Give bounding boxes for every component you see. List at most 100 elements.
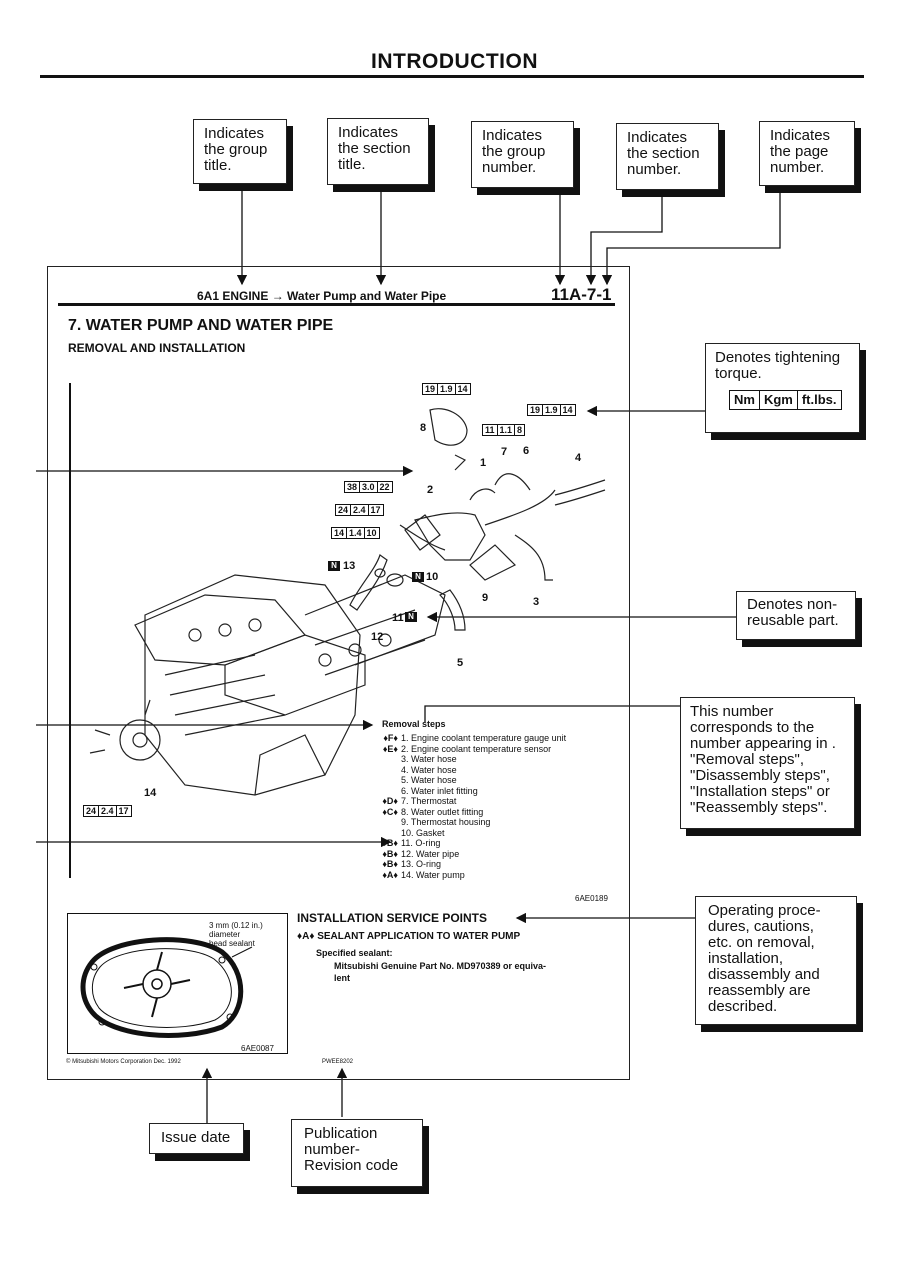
bead-note: 3 mm (0.12 in.) diameter bead sealant xyxy=(209,921,263,948)
removal-steps-title: Removal steps xyxy=(382,719,446,729)
callout-line: reassembly are xyxy=(708,982,811,999)
copyright-text: © Mitsubishi Motors Corporation Dec. 199… xyxy=(66,1059,181,1065)
callout-line: disassembly and xyxy=(708,966,820,983)
callout-line: number. xyxy=(627,161,682,178)
callout-line: title. xyxy=(204,157,232,174)
list-item: ♦B♦13. O-ring xyxy=(372,859,566,870)
torque-kgm: 1.9 xyxy=(543,405,561,415)
sealant-text: lent xyxy=(334,973,351,983)
torque-nm: 14 xyxy=(332,528,348,538)
list-item: 9. Thermostat housing xyxy=(372,817,566,828)
publication-code: PWEE8202 xyxy=(322,1059,354,1065)
torque-nm: 11 xyxy=(483,425,498,435)
bead-note-line: bead sealant xyxy=(209,939,255,948)
list-item: 4. Water hose xyxy=(372,765,566,776)
part-label: 2 xyxy=(427,484,434,496)
step-mark: ♦B♦ xyxy=(382,859,398,869)
callout-line: number- xyxy=(304,1141,360,1158)
callout-line: Revision code xyxy=(304,1157,399,1174)
list-item: 10. Gasket xyxy=(372,828,566,839)
callout-group-number: Indicates the group number. xyxy=(471,121,574,188)
figure-code: 6AE0189 xyxy=(575,894,608,903)
step-mark: ♦B♦ xyxy=(382,838,398,848)
torque-units-table: Nm Kgm ft.lbs. xyxy=(729,390,842,410)
torque-nm: 19 xyxy=(528,405,544,415)
callout-issue-date: Issue date xyxy=(149,1123,244,1154)
callout-line: reusable part. xyxy=(747,612,839,629)
bead-note-line: 3 mm (0.12 in.) xyxy=(209,921,263,930)
step-text: 1. Engine coolant temperature gauge unit xyxy=(401,733,567,743)
callout-line: the section xyxy=(338,140,411,157)
title-rule xyxy=(40,75,864,78)
callout-line: installation, xyxy=(708,950,784,967)
step-text: 14. Water pump xyxy=(401,869,465,880)
callout-line: the section xyxy=(627,145,700,162)
step-mark: ♦C♦ xyxy=(382,806,398,817)
part-label: 14 xyxy=(144,787,157,799)
removal-steps-list: ♦F♦1. Engine coolant temperature gauge u… xyxy=(372,733,566,880)
callout-line: number. xyxy=(482,159,537,176)
callout-line: Issue date xyxy=(161,1129,231,1146)
callout-line: "Reassembly steps". xyxy=(690,799,828,816)
step-text: 13. O-ring xyxy=(401,859,442,869)
manual-page-sample xyxy=(47,266,630,1080)
page-title: INTRODUCTION xyxy=(371,50,538,73)
subsection-title: REMOVAL AND INSTALLATION xyxy=(68,341,246,355)
sealant-text: Mitsubishi Genuine Part No. MD970389 or … xyxy=(334,961,547,971)
specified-sealant-label: Specified sealant: xyxy=(316,948,393,958)
list-item: 6. Water inlet fitting xyxy=(372,786,566,797)
torque-ftlbs: 10 xyxy=(366,528,377,538)
part-label: 6 xyxy=(523,445,530,457)
callout-line: Indicates xyxy=(338,124,399,141)
part-label: 3 xyxy=(533,596,540,608)
part-label: 9 xyxy=(482,592,489,604)
callout-step-number: This number corresponds to the number ap… xyxy=(680,697,855,829)
list-item: ♦D♦7. Thermostat xyxy=(372,796,566,807)
bracket-line xyxy=(69,383,71,878)
step-text: 3. Water hose xyxy=(401,754,457,764)
part-label: 10 xyxy=(426,571,439,583)
unit-ftlbs: ft.lbs. xyxy=(796,390,842,410)
list-item: ♦A♦14. Water pump xyxy=(372,870,566,881)
part-label: 1 xyxy=(480,457,487,469)
callout-line: torque. xyxy=(715,365,762,382)
installation-service-points-title: INSTALLATION SERVICE POINTS xyxy=(297,911,488,925)
callout-page-number: Indicates the page number. xyxy=(759,121,855,186)
callout-section-number: Indicates the section number. xyxy=(616,123,719,190)
torque-kgm: 2.4 xyxy=(99,806,117,816)
step-text: 5. Water hose xyxy=(401,775,457,785)
non-reusable-mark: N xyxy=(412,572,424,582)
torque-nm: 38 xyxy=(345,482,361,492)
torque-ftlbs: 22 xyxy=(379,482,390,492)
callout-line: Denotes non- xyxy=(747,596,838,613)
callout-section-title: Indicates the section title. xyxy=(327,118,429,185)
part-label: 12 xyxy=(371,631,384,643)
engine-exploded-diagram xyxy=(89,408,606,796)
torque-ftlbs: 14 xyxy=(562,405,573,415)
callout-publication-number: Publication number- Revision code xyxy=(291,1119,423,1187)
callout-line: number. xyxy=(770,159,825,176)
callout-line: the group xyxy=(204,141,268,158)
part-label: 5 xyxy=(457,657,464,669)
part-label: 13 xyxy=(343,560,356,572)
torque-ftlbs: 14 xyxy=(457,384,468,394)
callout-line: Indicates xyxy=(627,129,688,146)
callout-line: "Installation steps" or xyxy=(690,783,830,800)
list-item: 5. Water hose xyxy=(372,775,566,786)
callout-nonreusable: Denotes non- reusable part. xyxy=(736,591,856,640)
callout-line: corresponds to the xyxy=(690,719,815,736)
list-item: ♦B♦12. Water pipe xyxy=(372,849,566,860)
torque-ftlbs: 17 xyxy=(118,806,129,816)
callout-line: described. xyxy=(708,998,778,1015)
bead-note-line: diameter xyxy=(209,930,241,939)
torque-kgm: 1.1 xyxy=(498,425,516,435)
part-label: 7 xyxy=(501,446,508,458)
list-item: ♦C♦8. Water outlet fitting xyxy=(372,807,566,818)
step-mark: ♦E♦ xyxy=(382,743,398,754)
